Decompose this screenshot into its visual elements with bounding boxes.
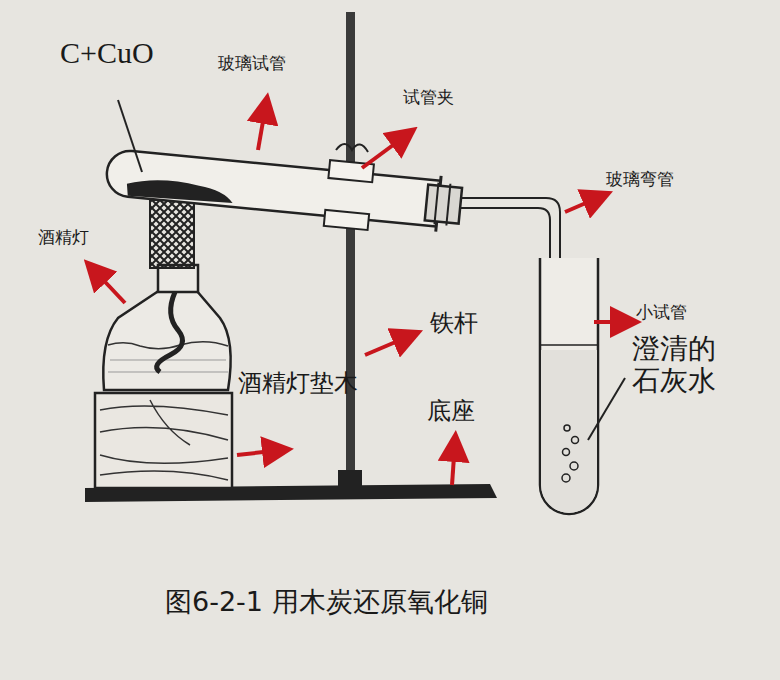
red-arrow [92, 104, 630, 485]
figure-caption: 图6-2-1 用木炭还原氧化铜 [165, 586, 488, 617]
part-label: 玻璃弯管 [606, 170, 674, 190]
formula-label: C+CuO [60, 36, 154, 71]
part-label: 试管夹 [403, 88, 454, 108]
part-label: 澄清的 石灰水 [632, 333, 732, 397]
alcohol-lamp [103, 189, 230, 390]
part-label: 玻璃试管 [218, 54, 286, 74]
glass-test-tube [104, 139, 464, 239]
part-label: 酒精灯垫木 [238, 370, 358, 398]
part-label: 小试管 [636, 303, 687, 323]
part-label: 铁杆 [430, 310, 478, 338]
leader-line [588, 378, 625, 440]
part-label: 酒精灯 [38, 228, 89, 248]
test-tube-clamp [336, 144, 368, 152]
leader-line [118, 100, 142, 172]
iron-rod [346, 12, 355, 482]
small-test-tube [540, 258, 598, 514]
part-label: 底座 [427, 398, 475, 426]
wood-block [95, 393, 232, 488]
